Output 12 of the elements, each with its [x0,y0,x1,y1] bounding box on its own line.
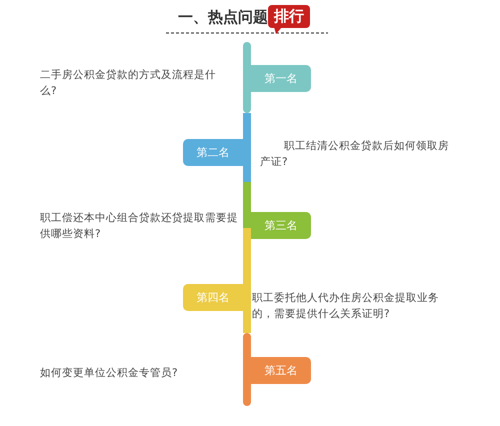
question-text: 职工偿还本中心组合贷款还贷提取需要提供哪些资料? [40,211,239,242]
question-text: 职工结清公积金贷款后如何领取房产证? [260,139,450,170]
question-text: 职工委托他人代办住房公积金提取业务的，需要提供什么关系证明? [252,291,440,322]
rank-flag: 第三名 [251,212,311,239]
rank-flag: 第一名 [251,65,311,92]
question-text: 二手房公积金贷款的方式及流程是什么? [40,68,217,99]
rank-flag: 第五名 [251,357,311,384]
ranking-badge: 排行 [268,5,310,28]
title: 一、热点问题 [178,7,268,28]
question-text: 如何变更单位公积金专管员? [40,366,179,381]
rank-flag: 第二名 [183,139,243,166]
rank-flag: 第四名 [183,284,243,311]
